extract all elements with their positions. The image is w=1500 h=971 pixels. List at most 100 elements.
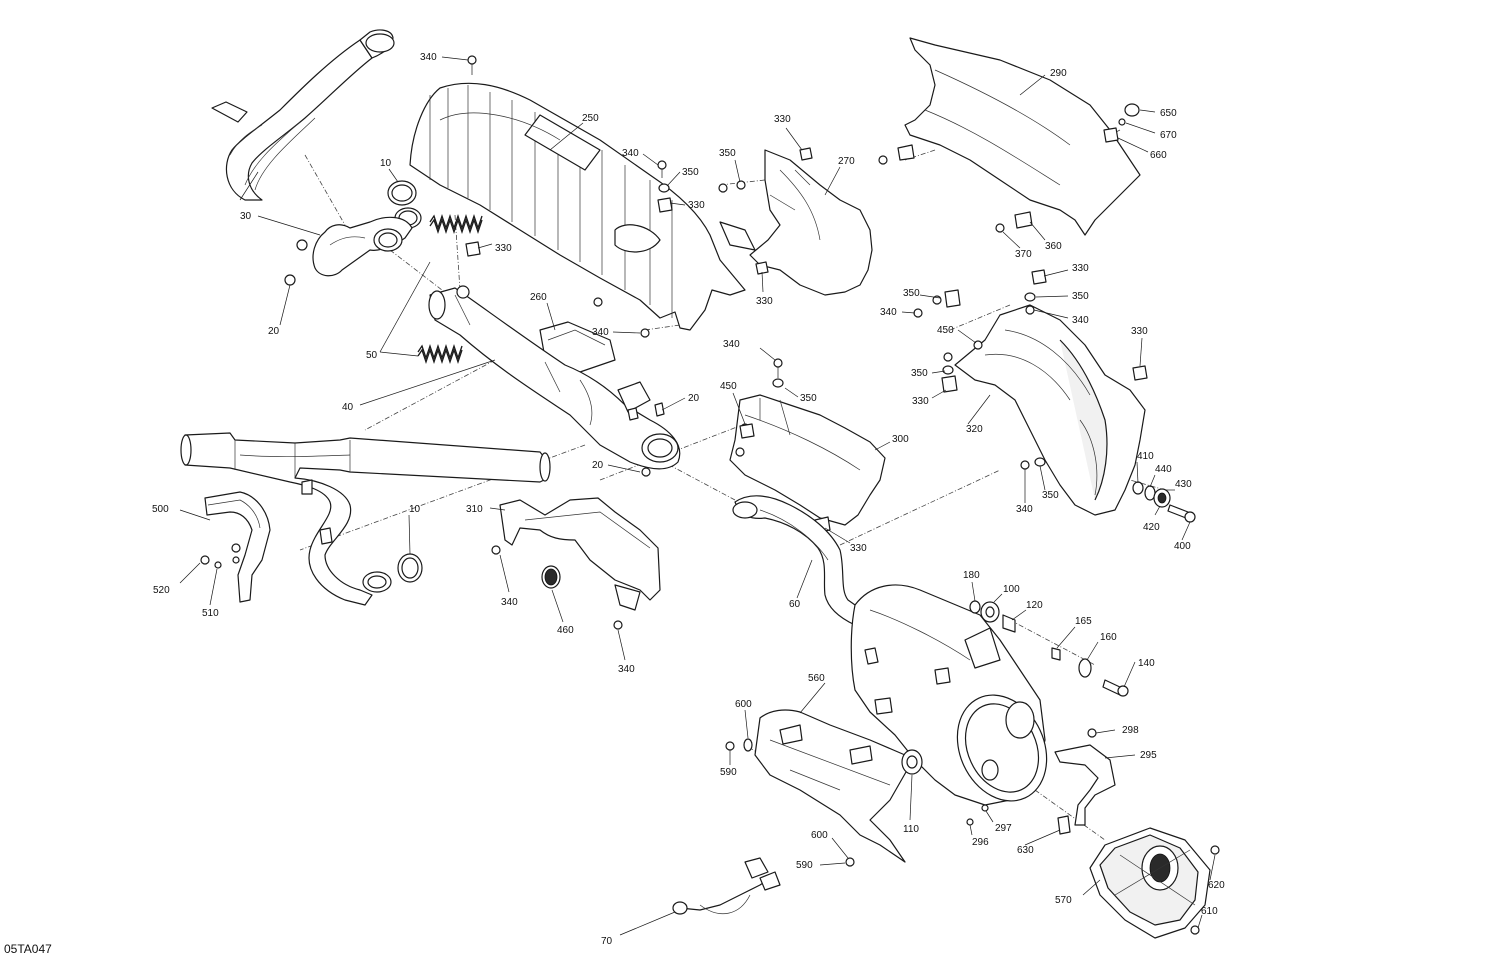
callout-140: 140	[1138, 658, 1155, 669]
callout-20: 20	[688, 393, 700, 404]
callout-350: 350	[903, 288, 920, 299]
callout-330: 330	[912, 396, 929, 407]
callout-290: 290	[1050, 68, 1067, 79]
heat-shield-part-250	[409, 82, 746, 331]
callout-labels: 340 250 340 350 330 10 30 330 20 50 260 …	[152, 52, 1225, 947]
callout-420: 420	[1143, 522, 1160, 533]
callout-340: 340	[618, 664, 635, 675]
callout-320: 320	[966, 424, 983, 435]
callout-630: 630	[1017, 845, 1034, 856]
callout-460: 460	[557, 625, 574, 636]
muffler-mount-hardware	[969, 600, 1129, 697]
callout-520: 520	[153, 585, 170, 596]
callout-295: 295	[1140, 750, 1157, 761]
callout-120: 120	[1026, 600, 1043, 611]
callout-250: 250	[582, 113, 599, 124]
callout-350: 350	[1042, 490, 1059, 501]
callout-610: 610	[1201, 906, 1218, 917]
callout-590: 590	[720, 767, 737, 778]
callout-330: 330	[756, 296, 773, 307]
callout-20: 20	[592, 460, 604, 471]
callout-10: 10	[380, 158, 392, 169]
callout-330: 330	[688, 200, 705, 211]
callout-296: 296	[972, 837, 989, 848]
callout-10: 10	[409, 504, 421, 515]
heat-shield-part-320	[913, 269, 1148, 516]
callout-330: 330	[1131, 326, 1148, 337]
callout-650: 650	[1160, 108, 1177, 119]
callout-340: 340	[420, 52, 437, 63]
callout-340: 340	[723, 339, 740, 350]
heat-shield-part-290	[878, 37, 1141, 236]
callout-100: 100	[1003, 584, 1020, 595]
callout-350: 350	[1072, 291, 1089, 302]
callout-340: 340	[880, 307, 897, 318]
callout-350: 350	[911, 368, 928, 379]
callout-500: 500	[152, 504, 169, 515]
callout-310: 310	[466, 504, 483, 515]
callout-330: 330	[850, 543, 867, 554]
heat-shield-part-560	[725, 709, 923, 867]
callout-330: 330	[495, 243, 512, 254]
callout-400: 400	[1174, 541, 1191, 552]
bracket-part-310	[491, 497, 661, 630]
callout-350: 350	[719, 148, 736, 159]
callout-340: 340	[622, 148, 639, 159]
callout-670: 670	[1160, 130, 1177, 141]
callout-590: 590	[796, 860, 813, 871]
callout-350: 350	[800, 393, 817, 404]
callout-340: 340	[1016, 504, 1033, 515]
callout-360: 360	[1045, 241, 1062, 252]
callout-300: 300	[892, 434, 909, 445]
callout-60: 60	[789, 599, 801, 610]
spring-part-50	[417, 213, 483, 365]
callout-340: 340	[1072, 315, 1089, 326]
center-pipe-catalyst	[428, 285, 681, 470]
callout-430: 430	[1175, 479, 1192, 490]
bracket-part-295	[966, 728, 1116, 835]
callout-330: 330	[1072, 263, 1089, 274]
callout-370: 370	[1015, 249, 1032, 260]
callout-600: 600	[811, 830, 828, 841]
callout-160: 160	[1100, 632, 1117, 643]
exhaust-manifold-flange	[284, 216, 413, 286]
leader-lines	[179, 56, 1216, 936]
callout-410: 410	[1137, 451, 1154, 462]
callout-340: 340	[592, 327, 609, 338]
head-pipe-part-30	[211, 29, 395, 201]
callout-165: 165	[1075, 616, 1092, 627]
callout-570: 570	[1055, 895, 1072, 906]
callout-660: 660	[1150, 150, 1167, 161]
callout-298: 298	[1122, 725, 1139, 736]
gasket-part-10-lower	[397, 553, 423, 583]
callout-20: 20	[268, 326, 280, 337]
tail-pipe-part-60	[732, 495, 866, 626]
end-cap-part-570	[1089, 827, 1220, 939]
bracket-part-500	[200, 491, 271, 603]
callout-450: 450	[720, 381, 737, 392]
callout-30: 30	[240, 211, 252, 222]
callout-620: 620	[1208, 880, 1225, 891]
callout-180: 180	[963, 570, 980, 581]
muffler-body	[850, 584, 1048, 806]
document-code: 05TA047	[4, 942, 52, 956]
sensor-harness-part-70	[672, 857, 781, 915]
heat-shield-part-270	[718, 147, 873, 296]
callout-330: 330	[774, 114, 791, 125]
exhaust-pipe-part-40	[180, 432, 551, 606]
shield-mount-hardware	[1132, 481, 1196, 523]
callout-110: 110	[903, 824, 919, 835]
callout-340: 340	[501, 597, 518, 608]
callout-297: 297	[995, 823, 1012, 834]
callout-40: 40	[342, 402, 354, 413]
callout-440: 440	[1155, 464, 1172, 475]
callout-270: 270	[838, 156, 855, 167]
callout-450: 450	[937, 325, 954, 336]
callout-50: 50	[366, 350, 378, 361]
callout-350: 350	[682, 167, 699, 178]
callout-560: 560	[808, 673, 825, 684]
callout-260: 260	[530, 292, 547, 303]
callout-600: 600	[735, 699, 752, 710]
callout-70: 70	[601, 936, 613, 947]
